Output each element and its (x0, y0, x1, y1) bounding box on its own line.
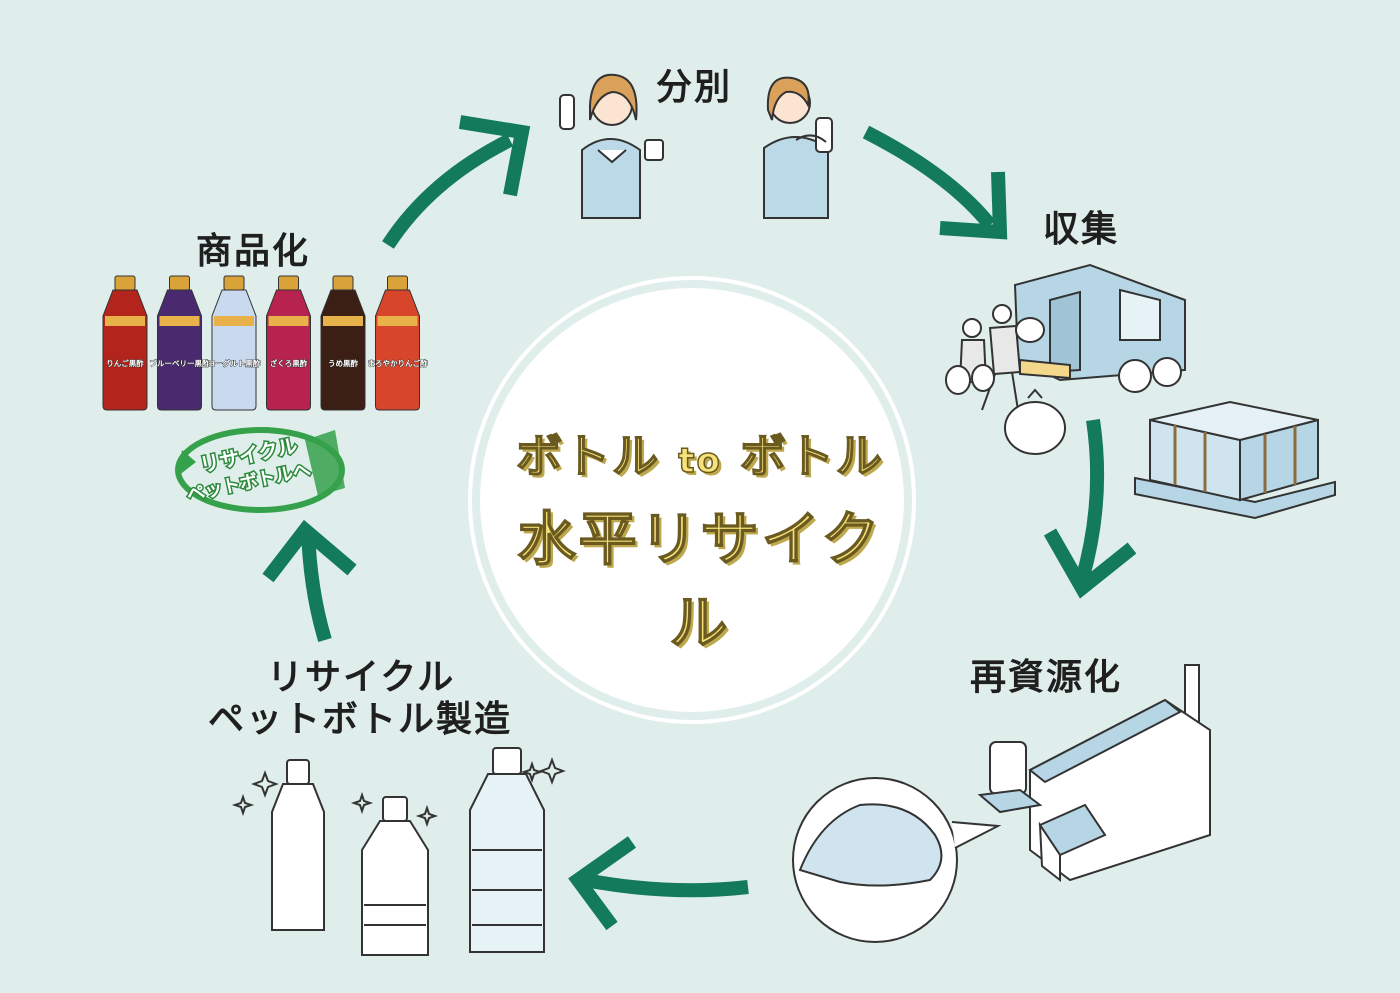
product-bottle: ブルーベリー黒酢 (149, 275, 210, 411)
product-label: ざくろ黒酢 (270, 358, 308, 368)
step-recycling-label: 再資源化 (970, 657, 1123, 698)
arrow-to-sorting (382, 115, 531, 249)
product-bottle: りんご黒酢 (102, 275, 148, 411)
bottle-large-left (271, 759, 325, 931)
product-label: ブルーベリー黒酢 (150, 358, 210, 368)
arrow-to-manufacturing (568, 836, 749, 931)
arrow-to-collection (862, 125, 1008, 240)
center-title: ボトル to ボトル 水平リサイクル (500, 420, 900, 660)
center-circle-outer (468, 276, 916, 724)
step-sorting-label: 分別 (656, 67, 733, 108)
step-manufacturing-label-2: ペットボトル製造 (208, 699, 513, 740)
factory (977, 664, 1211, 883)
step-manufacturing-label-1: リサイクル (267, 657, 456, 698)
person-sorting-left (559, 73, 664, 219)
product-bottle: まろやかりんご酢 (367, 275, 428, 411)
step-collection-label: 収集 (1043, 209, 1120, 250)
product-label: りんご黒酢 (106, 358, 144, 368)
product-bottle: うめ黒酢 (320, 275, 366, 411)
product-bottles: りんご黒酢ブルーベリー黒酢ヨーグルト黒酢ざくろ黒酢 うめ黒酢まろやかりんご酢 (102, 275, 428, 411)
garbage-truck (1013, 263, 1186, 393)
arrow-to-commercialization (262, 519, 357, 643)
product-label: ヨーグルト黒酢 (208, 358, 261, 368)
center-title-line2: 水平リサイクル (517, 504, 883, 658)
sparkle-icons (231, 757, 566, 828)
flakes-bubble (792, 777, 1002, 943)
workers-collecting (945, 304, 1066, 455)
product-bottle: ざくろ黒酢 (266, 275, 311, 411)
person-sorting-right (763, 76, 833, 219)
arrow-to-recycling (1043, 418, 1137, 599)
bottle-large-right (469, 747, 545, 953)
bottle-small-middle (361, 796, 429, 956)
bottle-bale (1134, 400, 1336, 520)
center-title-line1: ボトル to ボトル (515, 428, 884, 484)
product-label: うめ黒酢 (328, 358, 358, 368)
product-bottle: ヨーグルト黒酢 (207, 275, 261, 411)
product-label: まろやかりんご酢 (368, 358, 428, 368)
recycle-mark-icon: リサイクル ペットボトルへ (175, 427, 345, 513)
center-circle (480, 288, 904, 712)
step-commercialization-label: 商品化 (196, 231, 311, 272)
